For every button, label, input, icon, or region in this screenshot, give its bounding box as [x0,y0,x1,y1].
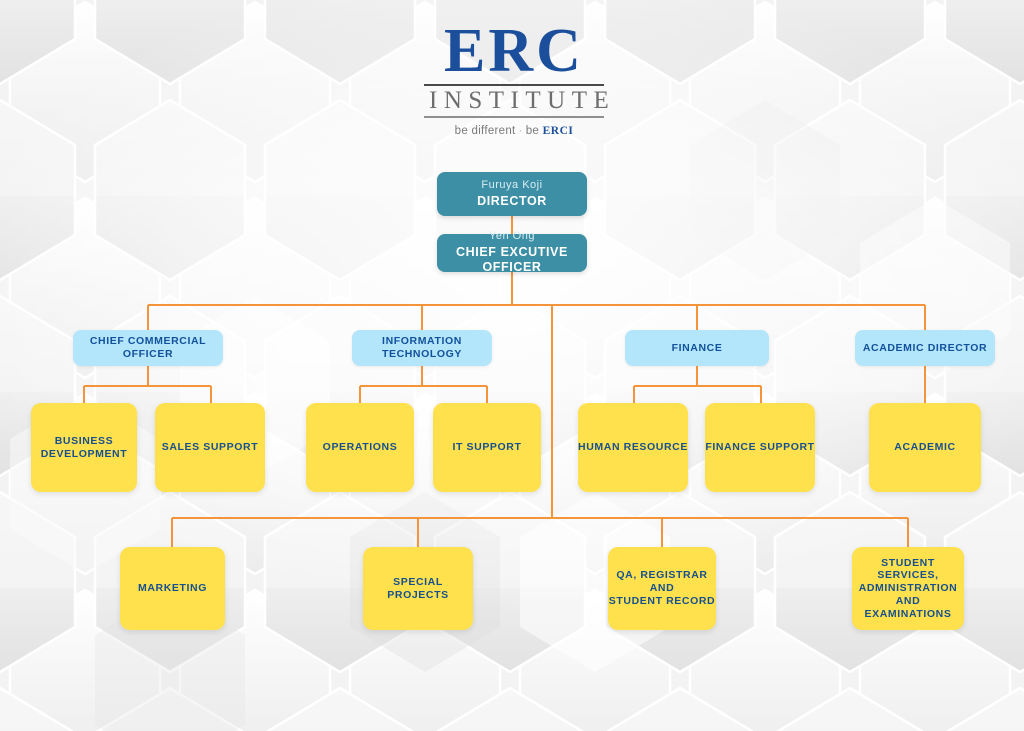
node-qa-registrar-student-record[interactable]: QA, REGISTRAR AND STUDENT RECORD [608,547,716,630]
tagline-brand: ERCI [542,124,574,137]
node-qa-registrar-line3: STUDENT RECORD [608,594,716,607]
node-it-label-line1: INFORMATION [382,335,462,348]
node-student-services-line4: EXAMINATIONS [864,607,952,620]
node-sales-support-label: SALES SUPPORT [161,441,259,454]
logo-subtitle: INSTITUTE [429,86,616,114]
node-it-label-line2: TECHNOLOGY [381,348,463,360]
tagline-suffix-lead: be [525,124,543,137]
node-human-resource[interactable]: HUMAN RESOURCE [578,403,688,492]
node-marketing-label: MARKETING [138,582,207,595]
tagline-separator: · [518,124,523,137]
node-business-development-label: BUSINESS DEVELOPMENT [41,435,128,461]
node-human-resource-label: HUMAN RESOURCE [578,441,688,454]
node-academic-label: ACADEMIC [894,441,956,454]
node-business-development-line1: BUSINESS [54,434,114,447]
node-business-development-line2: DEVELOPMENT [40,447,128,460]
node-qa-registrar-line1: QA, REGISTRAR [616,569,708,582]
logo-divider-top [424,83,604,86]
node-student-services-line3: AND [895,594,921,607]
node-academic[interactable]: ACADEMIC [869,403,981,492]
node-cco-label-line1: CHIEF COMMERCIAL [89,335,207,348]
node-cco-label-line2: OFFICER [122,348,174,360]
node-ceo-label: CHIEF EXCUTIVE OFFICER [456,245,568,275]
node-information-technology[interactable]: INFORMATION TECHNOLOGY [352,330,492,366]
node-finance[interactable]: FINANCE [625,330,769,366]
node-director[interactable]: Furuya Koji DIRECTOR [437,172,587,216]
logo-divider-bottom [424,116,604,118]
node-cco-label: CHIEF COMMERCIAL OFFICER [90,335,206,361]
node-operations[interactable]: OPERATIONS [306,403,414,492]
node-student-services-line2: ADMINISTRATION [858,582,958,595]
node-chief-commercial-officer[interactable]: CHIEF COMMERCIAL OFFICER [73,330,223,366]
erc-institute-logo: ERC INSTITUTE be different·be ERCI [424,17,616,137]
node-operations-label: OPERATIONS [322,441,398,454]
node-finance-support-label: FINANCE SUPPORT [705,441,815,454]
node-director-person: Furuya Koji [481,179,543,191]
node-finance-support[interactable]: FINANCE SUPPORT [705,403,815,492]
node-academic-director-label: ACADEMIC DIRECTOR [862,341,988,354]
node-marketing[interactable]: MARKETING [120,547,225,630]
node-it-support-label: IT SUPPORT [452,441,522,454]
node-academic-director[interactable]: ACADEMIC DIRECTOR [855,330,995,366]
node-qa-registrar-label: QA, REGISTRAR AND STUDENT RECORD [609,569,715,607]
node-it-label: INFORMATION TECHNOLOGY [382,335,462,361]
node-it-support[interactable]: IT SUPPORT [433,403,541,492]
node-student-services-label: STUDENT SERVICES, ADMINISTRATION AND EXA… [852,557,964,621]
node-finance-label: FINANCE [671,341,723,354]
logo-wordmark: ERC [444,17,584,85]
node-special-projects[interactable]: SPECIAL PROJECTS [363,547,473,630]
node-sales-support[interactable]: SALES SUPPORT [155,403,265,492]
node-special-projects-label: SPECIAL PROJECTS [387,575,449,601]
tagline-prefix: be different [454,124,516,137]
logo-tagline: be different·be ERCI [424,125,604,137]
node-ceo-person: Yen Ong [489,230,535,243]
node-student-services-line1: STUDENT SERVICES, [877,556,939,582]
node-business-development[interactable]: BUSINESS DEVELOPMENT [31,403,137,492]
node-ceo[interactable]: Yen Ong CHIEF EXCUTIVE OFFICER [437,230,587,274]
node-qa-registrar-line2: AND [649,582,675,595]
node-director-label: DIRECTOR [477,193,547,208]
node-student-services-administration-examinations[interactable]: STUDENT SERVICES, ADMINISTRATION AND EXA… [852,547,964,630]
